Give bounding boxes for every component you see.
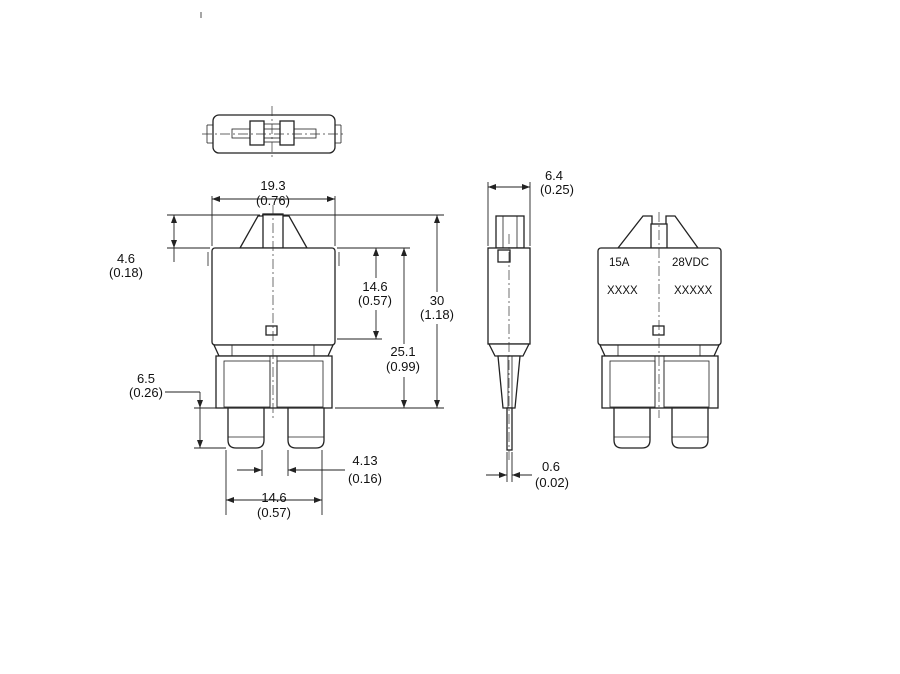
voltage-label: 28VDC [672, 257, 709, 269]
blade-thickness-inch-label: (0.02) [535, 475, 569, 490]
dimension-blade-thickness: 0.6 (0.02) [486, 452, 569, 490]
total-height-mm-label: 30 [430, 293, 444, 308]
terminal-spacing-mm-label: 14.6 [261, 490, 286, 505]
width-top-inch-label: (0.76) [256, 193, 290, 208]
terminal-length-mm-label: 6.5 [137, 371, 155, 386]
top-view [202, 106, 346, 160]
terminal-length-inch-label: (0.26) [129, 385, 163, 400]
dimension-terminal-width: 4.13 (0.16) [237, 450, 382, 486]
dimension-width-top: 19.3 (0.76) [211, 178, 336, 246]
dimension-body-mid: 14.6 (0.57) [337, 247, 392, 340]
side-thickness-mm-label: 6.4 [545, 168, 563, 183]
dimension-body-height: 25.1 (0.99) [337, 247, 420, 408]
side-thickness-inch-label: (0.25) [540, 182, 574, 197]
body-mid-inch-label: (0.57) [358, 293, 392, 308]
side-view [487, 215, 531, 460]
top-offset-mm-label: 4.6 [117, 251, 135, 266]
code-right-label: XXXXX [674, 285, 713, 297]
top-offset-inch-label: (0.18) [109, 265, 143, 280]
front-view [207, 205, 340, 449]
code-left-label: XXXX [607, 285, 638, 297]
dimension-side-thickness: 6.4 (0.25) [487, 168, 574, 246]
terminal-spacing-inch-label: (0.57) [257, 505, 291, 520]
rating-label: 15A [609, 257, 630, 269]
dimension-terminal-length: 6.5 (0.26) [129, 371, 226, 449]
back-view: 15A 28VDC XXXX XXXXX [597, 212, 722, 449]
dimension-top-offset: 4.6 (0.18) [109, 214, 260, 280]
dimension-total-height: 30 (1.18) [262, 214, 454, 409]
body-height-inch-label: (0.99) [386, 359, 420, 374]
dimension-terminal-spacing: 14.6 (0.57) [225, 450, 323, 520]
body-height-mm-label: 25.1 [390, 344, 415, 359]
terminal-width-inch-label: (0.16) [348, 471, 382, 486]
terminal-width-mm-label: 4.13 [352, 453, 377, 468]
blade-thickness-mm-label: 0.6 [542, 459, 560, 474]
total-height-inch-label: (1.18) [420, 307, 454, 322]
width-top-mm-label: 19.3 [260, 178, 285, 193]
body-mid-mm-label: 14.6 [362, 279, 387, 294]
